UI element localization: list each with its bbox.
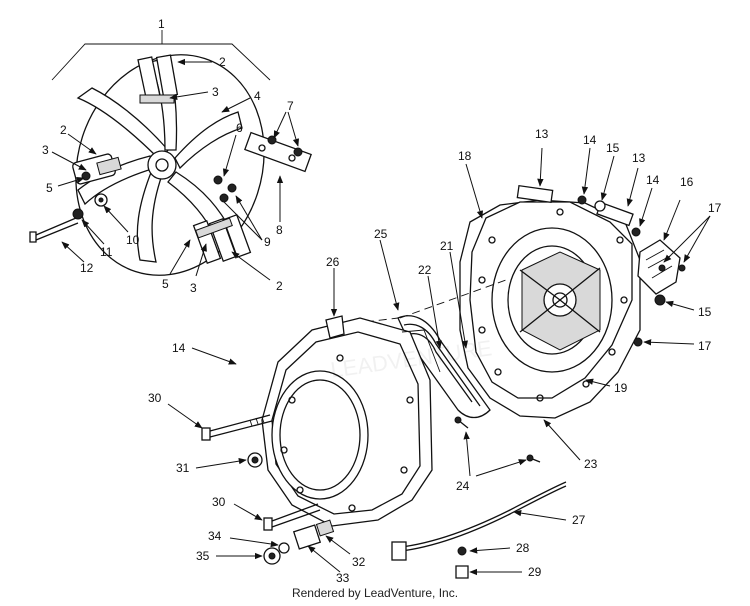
- impeller-assembly: [29, 30, 312, 276]
- callout-30: 30: [212, 495, 226, 509]
- callout-14: 14: [583, 133, 597, 147]
- callout-21: 21: [440, 239, 454, 253]
- leader-lines: [51, 58, 711, 576]
- callout-28: 28: [516, 541, 530, 555]
- callout-8: 8: [276, 223, 283, 237]
- callout-5: 5: [162, 277, 169, 291]
- callout-26: 26: [326, 255, 340, 269]
- callout-7: 7: [287, 99, 294, 113]
- callout-1: 1: [158, 17, 165, 31]
- callout-10: 10: [126, 233, 140, 247]
- callout-15: 15: [698, 305, 712, 319]
- callout-16: 16: [680, 175, 694, 189]
- callout-23: 23: [584, 457, 598, 471]
- callout-3: 3: [42, 143, 49, 157]
- front-cover: [201, 315, 441, 565]
- callout-33: 33: [336, 571, 350, 585]
- callout-29: 29: [528, 565, 542, 579]
- fan-housing: [459, 184, 686, 419]
- callout-17: 17: [698, 339, 712, 353]
- callout-6: 6: [236, 121, 243, 135]
- callout-15: 15: [606, 141, 620, 155]
- callout-12: 12: [80, 261, 94, 275]
- callout-9: 9: [264, 235, 271, 249]
- callout-13: 13: [632, 151, 646, 165]
- callout-27: 27: [572, 513, 586, 527]
- callout-25: 25: [374, 227, 388, 241]
- callout-19: 19: [614, 381, 628, 395]
- callout-3: 3: [212, 85, 219, 99]
- callout-labels: 1 2 3 4 7 6 2 3 5 9 8 10 11 12 5 3 2 13 …: [42, 17, 722, 585]
- callout-30: 30: [148, 391, 162, 405]
- callout-11: 11: [100, 245, 113, 259]
- callout-34: 34: [208, 529, 222, 543]
- callout-13: 13: [535, 127, 549, 141]
- callout-5: 5: [46, 181, 53, 195]
- callout-22: 22: [418, 263, 432, 277]
- callout-32: 32: [352, 555, 366, 569]
- cable-assembly: [391, 481, 567, 579]
- callout-31: 31: [176, 461, 190, 475]
- render-credit: Rendered by LeadVenture, Inc.: [291, 586, 459, 600]
- callout-14: 14: [646, 173, 660, 187]
- callout-2: 2: [60, 123, 67, 137]
- callout-24: 24: [456, 479, 470, 493]
- callout-3: 3: [190, 281, 197, 295]
- callout-14: 14: [172, 341, 186, 355]
- callout-2: 2: [219, 55, 226, 69]
- callout-2: 2: [276, 279, 283, 293]
- callout-35: 35: [196, 549, 210, 563]
- callout-17: 17: [708, 201, 722, 215]
- callout-4: 4: [254, 89, 261, 103]
- callout-18: 18: [458, 149, 472, 163]
